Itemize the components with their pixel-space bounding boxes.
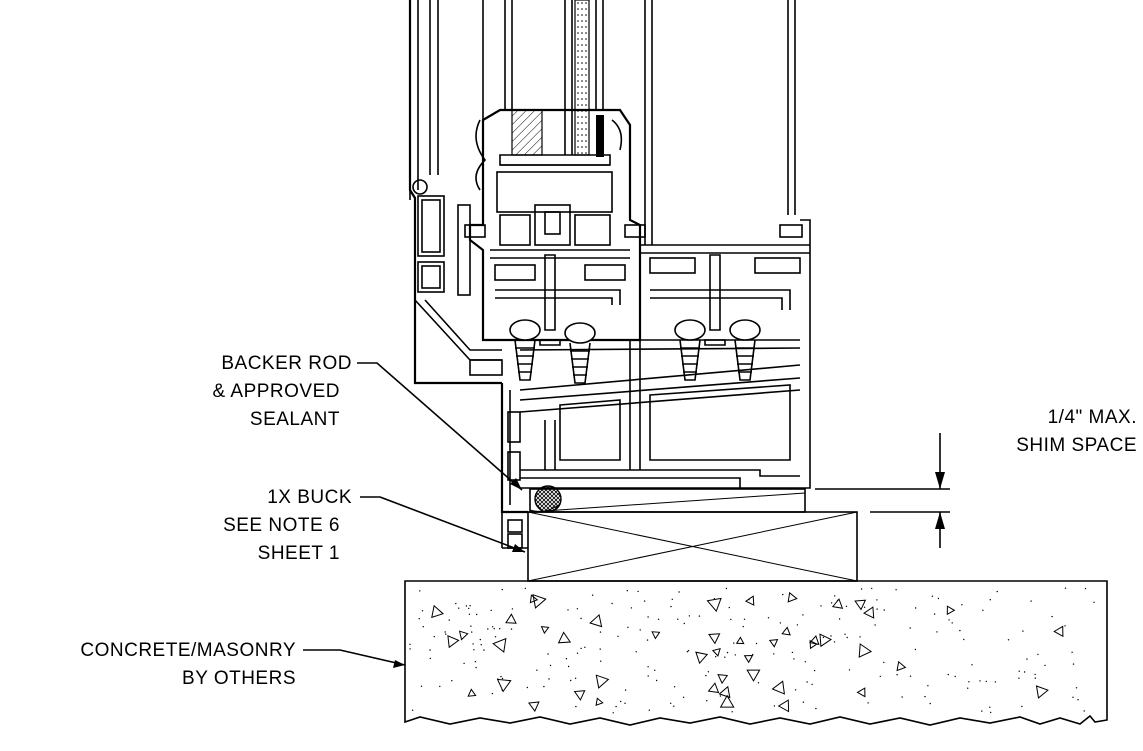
fixed-sash	[464, 0, 810, 310]
callout-buck-line-3: SHEET 1	[258, 543, 340, 564]
callout-buck-line-1: 1X BUCK	[267, 487, 352, 508]
callout-concrete-line-1: CONCRETE/MASONRY	[80, 640, 296, 661]
wood-buck	[527, 511, 858, 582]
screw-left-1	[509, 319, 541, 381]
callout-buck-line-2: SEE NOTE 6	[223, 515, 340, 536]
leaders	[303, 362, 526, 668]
window-sill-frame	[408, 0, 811, 549]
callout-backer-rod-line-3: SEALANT	[250, 409, 340, 430]
fasteners	[509, 254, 761, 384]
concrete-aggregate	[409, 587, 1095, 714]
callout-shim-line-2: SHIM SPACE	[1016, 435, 1137, 456]
callout-shim: 1/4" MAX. SHIM SPACE	[1016, 407, 1137, 456]
callout-shim-line-1: 1/4" MAX.	[1048, 407, 1137, 428]
operable-sash	[468, 0, 642, 342]
callout-buck: 1X BUCK SEE NOTE 6 SHEET 1	[223, 487, 352, 564]
screw-left-2	[564, 322, 596, 384]
concrete-slab	[404, 580, 1108, 726]
shim-space	[529, 488, 806, 513]
shim-dimension	[815, 433, 950, 548]
callout-backer-rod-line-2: & APPROVED	[213, 381, 341, 402]
callout-concrete-line-2: BY OTHERS	[182, 668, 296, 689]
callout-backer-rod-line-1: BACKER ROD	[221, 353, 352, 374]
screw-right-1	[674, 319, 706, 381]
screw-right-2	[729, 319, 761, 381]
backer-rod	[529, 485, 562, 513]
callout-concrete: CONCRETE/MASONRY BY OTHERS	[80, 640, 296, 689]
callout-backer-rod: BACKER ROD & APPROVED SEALANT	[213, 353, 352, 430]
exterior-leg	[409, 0, 503, 376]
